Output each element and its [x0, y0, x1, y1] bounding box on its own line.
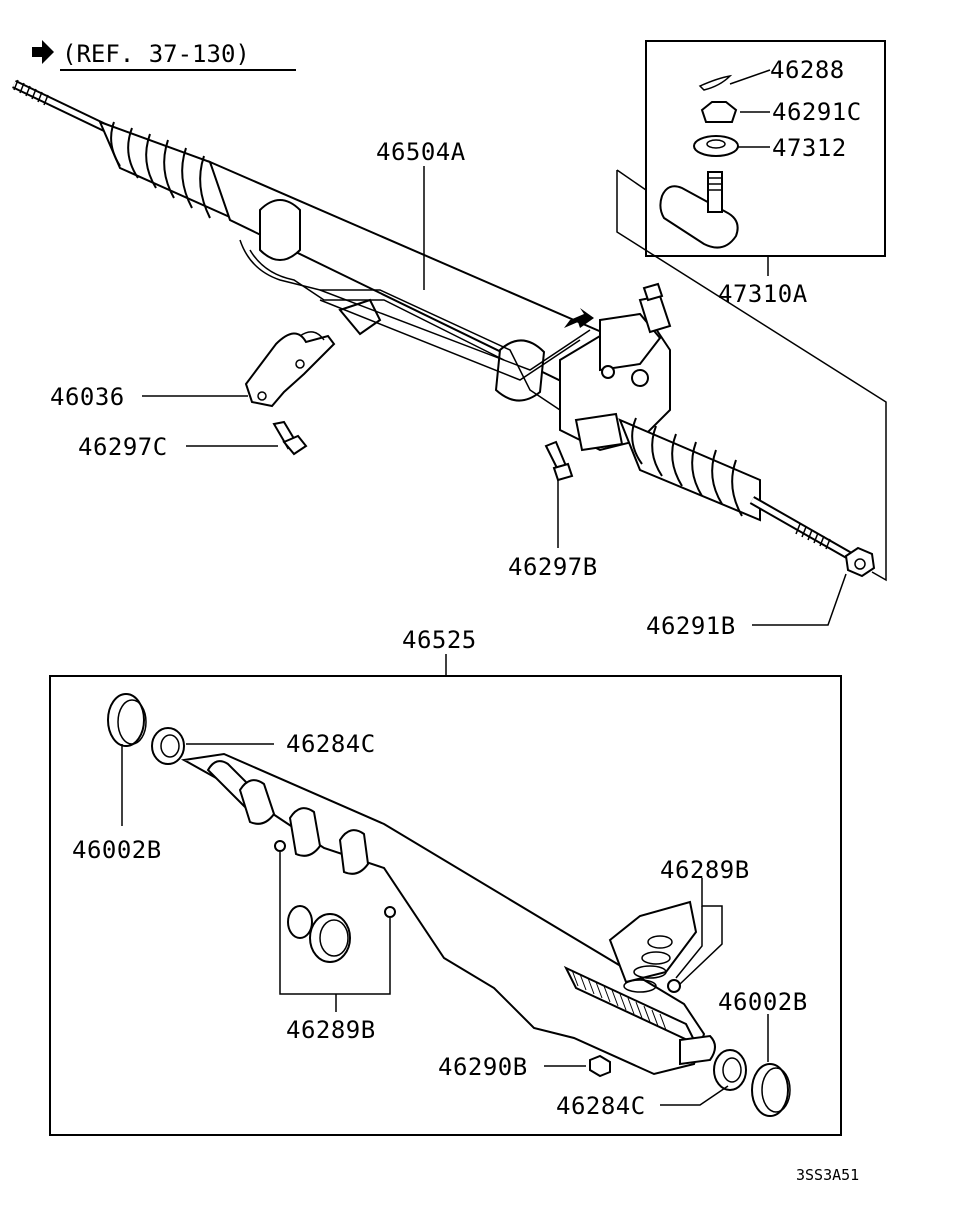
washer-part[interactable] — [693, 135, 739, 157]
label-46288[interactable]: 46288 — [770, 56, 845, 84]
reference-text: (REF. 37-130) — [62, 40, 250, 68]
label-46284c-top[interactable]: 46284C — [286, 730, 376, 758]
label-46297c[interactable]: 46297C — [78, 433, 168, 461]
o-ring-part[interactable] — [667, 979, 681, 993]
label-47312[interactable]: 47312 — [772, 134, 847, 162]
label-46002b-right[interactable]: 46002B — [718, 988, 808, 1016]
castle-nut-part[interactable] — [700, 101, 738, 123]
steering-gear-assembly — [12, 79, 876, 578]
label-46291c[interactable]: 46291C — [772, 98, 862, 126]
oil-seal-bottom-part[interactable] — [713, 1049, 747, 1091]
o-ring-part[interactable] — [274, 840, 286, 852]
loose-seal-rings[interactable] — [287, 905, 351, 963]
housing-kit — [49, 654, 842, 1136]
bolt-c-part[interactable] — [272, 420, 308, 456]
label-46291b[interactable]: 46291B — [646, 612, 736, 640]
leader-46291b — [752, 573, 847, 626]
label-46284c-bottom[interactable]: 46284C — [556, 1092, 646, 1120]
label-46002b-left[interactable]: 46002B — [72, 836, 162, 864]
label-46289b-left[interactable]: 46289B — [286, 1016, 376, 1044]
arrow-right-icon — [32, 40, 54, 64]
tie-rod-end-kit — [616, 40, 887, 582]
clamp-part[interactable] — [244, 331, 336, 408]
diagram-code: 3SS3A51 — [796, 1166, 859, 1184]
label-46297b[interactable]: 46297B — [508, 553, 598, 581]
plug-part[interactable] — [589, 1054, 611, 1078]
o-ring-part[interactable] — [384, 906, 396, 918]
band-clamp-left-part[interactable] — [107, 693, 147, 747]
tie-rod-end-box — [645, 40, 886, 257]
label-47310a[interactable]: 47310A — [718, 280, 808, 308]
reference-note[interactable]: (REF. 37-130) — [32, 40, 296, 71]
band-clamp-right-part[interactable] — [751, 1063, 791, 1117]
direction-arrow-icon — [564, 308, 594, 328]
oil-seal-top-part[interactable] — [151, 727, 185, 765]
label-46289b-right[interactable]: 46289B — [660, 856, 750, 884]
tie-rod-end-part[interactable] — [659, 185, 739, 249]
label-46290b[interactable]: 46290B — [438, 1053, 528, 1081]
label-46036[interactable]: 46036 — [50, 383, 125, 411]
bolt-b-part[interactable] — [544, 440, 574, 482]
label-46525[interactable]: 46525 — [402, 626, 477, 654]
cotter-pin-part[interactable] — [698, 74, 733, 91]
label-46504a[interactable]: 46504A — [376, 138, 466, 166]
